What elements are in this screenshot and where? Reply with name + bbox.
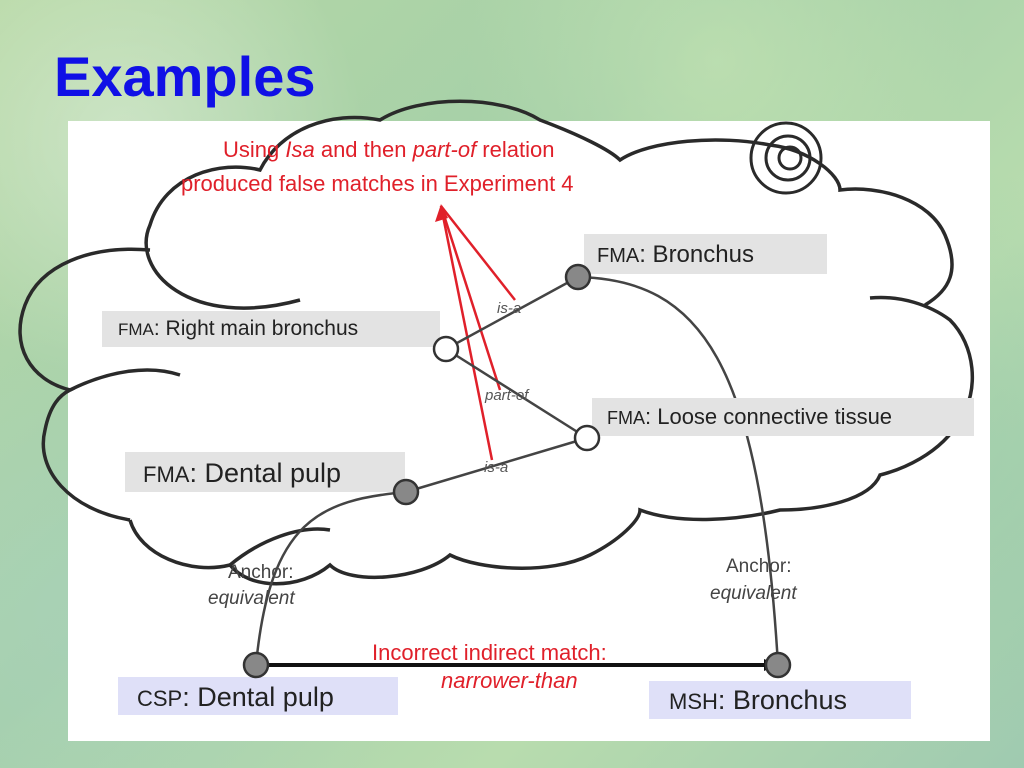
- graph-nodes: [242, 263, 792, 679]
- left-cloud: [18, 247, 151, 522]
- arrow-to-partof: [439, 205, 502, 391]
- label-box-fma-loose-connective-tissue: [592, 398, 974, 436]
- edge-isa-top: [445, 275, 579, 351]
- match-label-line-2: narrower-than: [441, 668, 578, 693]
- annotation-arrows: [439, 205, 516, 461]
- edge-anchor-right: [577, 275, 780, 666]
- edge-label-isa-top: is-a: [497, 300, 521, 317]
- arrowhead-icon: [435, 204, 448, 222]
- arrow-to-isa-lower: [439, 205, 494, 461]
- spiral-icon: [749, 121, 823, 195]
- arrow-to-isa: [440, 205, 516, 301]
- match-label-line-1: Incorrect indirect match:: [372, 640, 607, 665]
- label-box-fma-dental-pulp: [125, 452, 405, 492]
- label-box-csp-dental-pulp: [118, 677, 398, 715]
- spiral-icon-inner: [764, 134, 812, 182]
- slide-title: Examples: [54, 45, 316, 108]
- node-label-fma-bronchus: FMA: Bronchus: [597, 241, 754, 268]
- spiral-icon-core: [777, 145, 803, 171]
- edge-anchor-left: [254, 490, 407, 666]
- node-label-msh-bronchus: MSH: Bronchus: [669, 685, 847, 715]
- node-label-fma-loose-connective-tissue: FMA: Loose connective tissue: [607, 404, 892, 429]
- edge-label-isa-bottom: is-a: [484, 459, 508, 476]
- anchor-right-line-1: Anchor:: [726, 556, 791, 577]
- edge-part-of: [445, 347, 588, 440]
- node-fma-dental-pulp: [392, 478, 420, 506]
- node-fma-loose-connective-tissue: [573, 424, 601, 452]
- inner-left-cloud-arc: [69, 368, 181, 392]
- inner-bottom-arc: [228, 527, 331, 567]
- node-label-fma-dental-pulp: FMA: Dental pulp: [143, 458, 341, 488]
- annotation-line-2: produced false matches in Experiment 4: [181, 171, 574, 196]
- graph-edges: [254, 275, 780, 666]
- anchor-right-line-2: equivalent: [710, 583, 797, 604]
- node-label-csp-dental-pulp: CSP: Dental pulp: [137, 682, 334, 712]
- anchor-left-line-1: Anchor:: [228, 562, 293, 583]
- anchor-left-line-2: equivalent: [208, 588, 295, 609]
- node-label-fma-right-main-bronchus: FMA: Right main bronchus: [118, 317, 358, 340]
- edge-isa-bottom: [405, 436, 588, 494]
- node-csp-dental-pulp: [242, 651, 270, 679]
- annotation-line-1: Using Isa and then part-of relation: [223, 137, 554, 162]
- label-box-fma-right-main-bronchus: [102, 311, 440, 347]
- label-box-fma-bronchus: [584, 234, 827, 274]
- node-fma-bronchus: [564, 263, 592, 291]
- label-box-msh-bronchus: [649, 681, 911, 719]
- upper-cloud: [144, 99, 954, 310]
- edge-label-part-of: part-of: [484, 387, 530, 404]
- node-fma-right-main-bronchus: [432, 335, 460, 363]
- node-msh-bronchus: [764, 651, 792, 679]
